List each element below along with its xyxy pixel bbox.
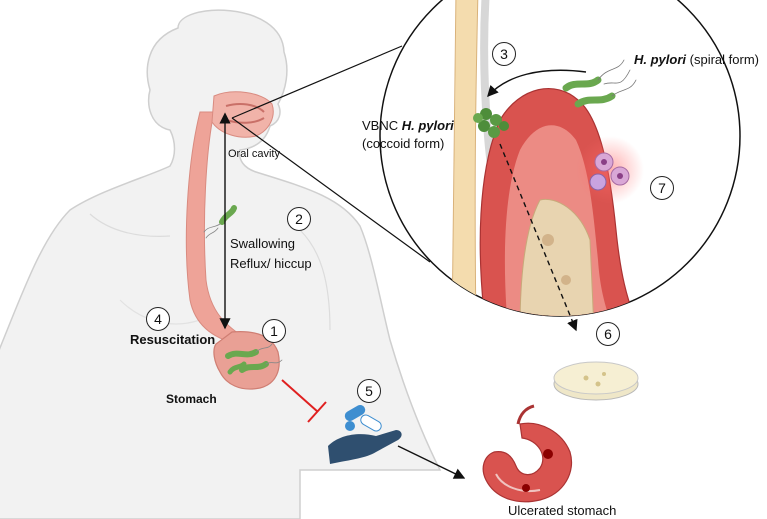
petri-dish-icon xyxy=(553,361,639,401)
vbnc-label: VBNC H. pylori xyxy=(362,118,454,133)
spiral-bacteria-icon xyxy=(562,59,637,108)
spiral-label: H. pylori (spiral form) xyxy=(634,52,759,67)
immune-cells-icon xyxy=(576,136,644,204)
zoom-lines xyxy=(231,45,431,263)
culture-arrow xyxy=(499,143,578,332)
stomach-bacteria-icon xyxy=(225,343,283,375)
coccoid-cluster-icon xyxy=(473,108,509,138)
marker-1: 1 xyxy=(262,319,286,343)
vbnc-species: H. pylori xyxy=(401,118,454,133)
marker-2: 2 xyxy=(287,207,311,231)
attach-arrow xyxy=(487,69,587,98)
marker-7: 7 xyxy=(650,176,674,200)
coccoid-label: (coccoid form) xyxy=(362,136,445,151)
inhibition-line xyxy=(281,379,327,423)
reflux-label: Reflux/ hiccup xyxy=(230,256,312,271)
pills-icon xyxy=(344,405,382,432)
oral-cavity-label: Oral cavity xyxy=(228,148,280,160)
marker-6: 6 xyxy=(596,322,620,346)
oral-cavity xyxy=(211,91,274,138)
marker-3: 3 xyxy=(492,42,516,66)
stomach-label: Stomach xyxy=(166,392,217,406)
spiral-form: (spiral form) xyxy=(689,52,759,67)
marker-5: 5 xyxy=(357,379,381,403)
magnified-view xyxy=(379,0,741,317)
vbnc-prefix: VBNC xyxy=(362,118,399,133)
spiral-species: H. pylori xyxy=(634,52,687,67)
ulcerated-stomach-icon xyxy=(482,404,572,503)
ulcerated-label: Ulcerated stomach xyxy=(508,503,617,518)
marker-4: 4 xyxy=(146,307,170,331)
resuscitation-label: Resuscitation xyxy=(130,332,216,347)
hand-icon xyxy=(328,430,402,464)
outcome-arrow xyxy=(397,445,466,479)
swallowing-label: Swallowing xyxy=(230,236,296,251)
